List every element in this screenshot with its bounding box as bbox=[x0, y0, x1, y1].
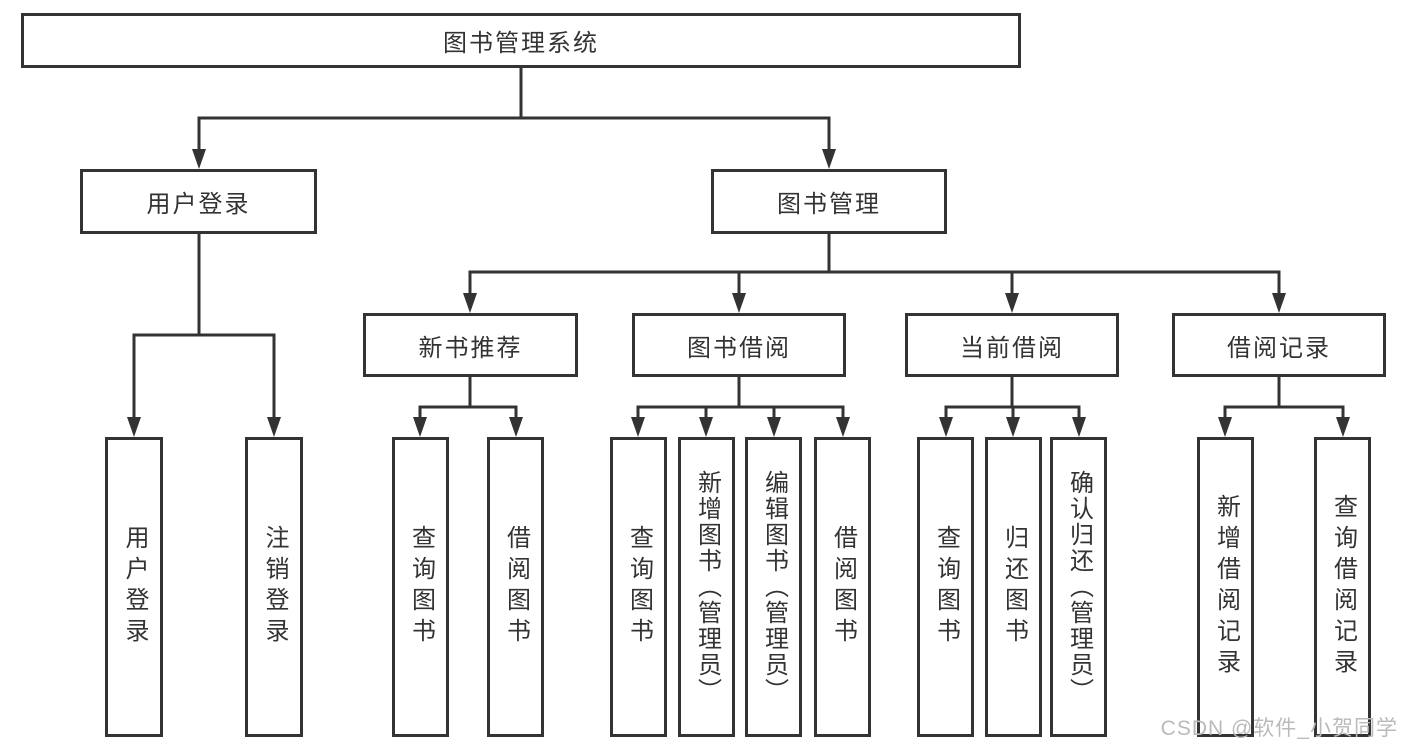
leaf-query-books-current-label: 查询图书 bbox=[932, 525, 960, 649]
leaf-logout-label: 注销登录 bbox=[261, 525, 288, 649]
leaf-confirm-return-admin-label: 确认归还（管理员） bbox=[1065, 470, 1093, 704]
leaf-borrow-books-recommend-label: 借阅图书 bbox=[502, 525, 530, 649]
leaf-query-books-borrow-label: 查询图书 bbox=[625, 525, 653, 649]
node-current-borrow: 当前借阅 bbox=[905, 313, 1119, 377]
watermark: CSDN @软件_小贺同学 bbox=[1160, 717, 1398, 740]
leaf-return-book-label: 归还图书 bbox=[1000, 525, 1028, 649]
node-user-login: 用户登录 bbox=[80, 169, 317, 234]
leaf-logout: 注销登录 bbox=[245, 437, 303, 737]
leaf-edit-book-admin-label: 编辑图书（管理员） bbox=[760, 470, 788, 704]
leaf-query-books-recommend: 查询图书 bbox=[392, 437, 449, 737]
leaf-add-borrow-record: 新增借阅记录 bbox=[1197, 437, 1254, 737]
leaf-borrow-books: 借阅图书 bbox=[814, 437, 871, 737]
leaf-query-books-recommend-label: 查询图书 bbox=[407, 525, 435, 649]
leaf-add-book-admin-label: 新增图书（管理员） bbox=[693, 470, 721, 704]
node-borrow-records: 借阅记录 bbox=[1172, 313, 1386, 377]
leaf-query-borrow-record-label: 查询借阅记录 bbox=[1329, 494, 1357, 680]
node-book-management: 图书管理 bbox=[711, 169, 947, 234]
node-book-borrow: 图书借阅 bbox=[632, 313, 846, 377]
leaf-return-book: 归还图书 bbox=[985, 437, 1042, 737]
leaf-add-book-admin: 新增图书（管理员） bbox=[678, 437, 735, 737]
leaf-add-borrow-record-label: 新增借阅记录 bbox=[1212, 494, 1240, 680]
node-system-root: 图书管理系统 bbox=[21, 13, 1021, 68]
leaf-edit-book-admin: 编辑图书（管理员） bbox=[745, 437, 802, 737]
leaf-borrow-books-recommend: 借阅图书 bbox=[487, 437, 544, 737]
leaf-query-books-borrow: 查询图书 bbox=[610, 437, 667, 737]
node-new-book-recommend: 新书推荐 bbox=[363, 313, 578, 377]
leaf-borrow-books-label: 借阅图书 bbox=[829, 525, 857, 649]
leaf-confirm-return-admin: 确认归还（管理员） bbox=[1050, 437, 1107, 737]
leaf-query-books-current: 查询图书 bbox=[917, 437, 974, 737]
leaf-query-borrow-record: 查询借阅记录 bbox=[1314, 437, 1371, 737]
leaf-user-login-label: 用户登录 bbox=[121, 525, 148, 649]
leaf-user-login: 用户登录 bbox=[105, 437, 163, 737]
